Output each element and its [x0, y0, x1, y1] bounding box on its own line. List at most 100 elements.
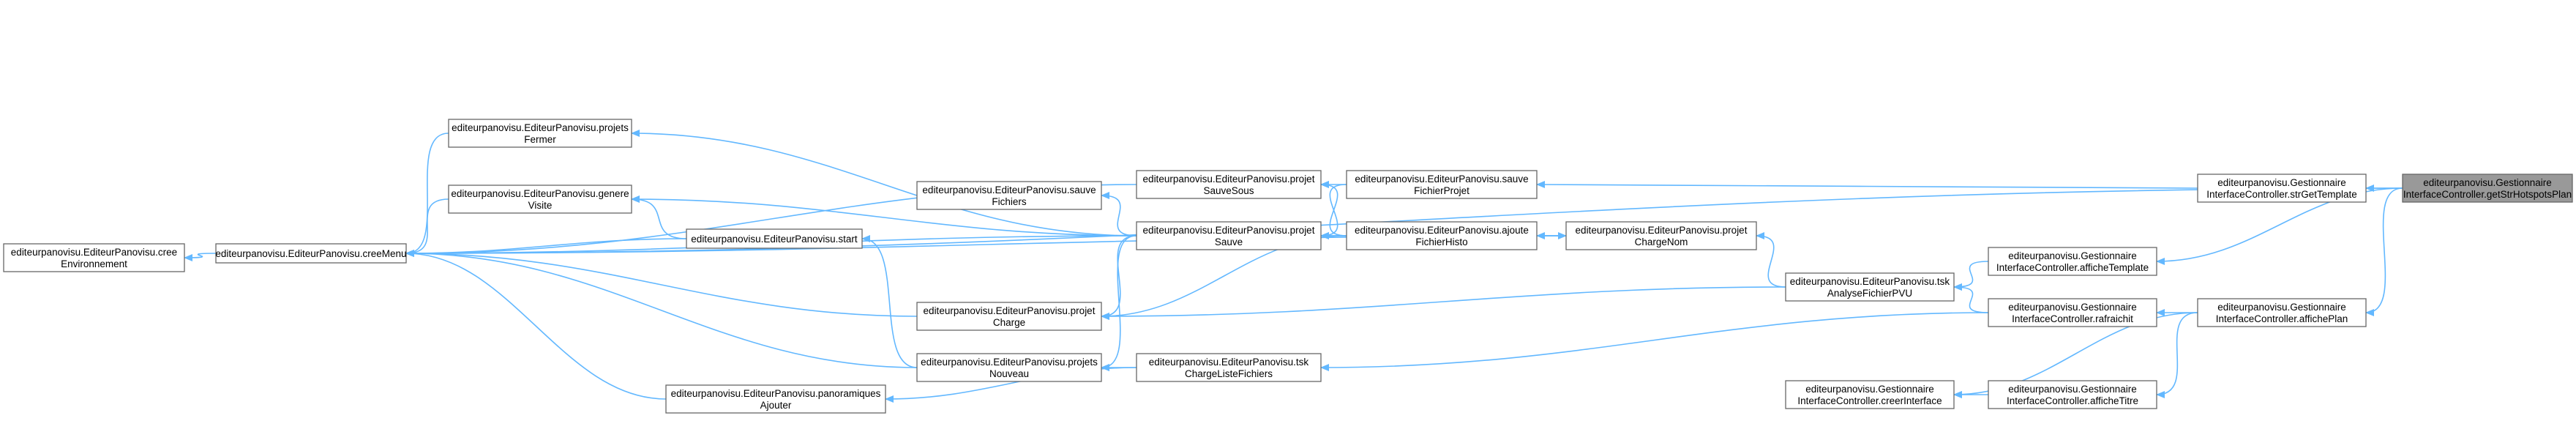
node-box [1988, 247, 2157, 276]
node-projets-fermer[interactable]: editeurpanovisu.EditeurPanovisu.projetsF… [448, 119, 632, 148]
node-rafraichit[interactable]: editeurpanovisu.GestionnaireInterfaceCon… [1988, 298, 2157, 327]
node-label: InterfaceController.afficheTitre [2007, 395, 2138, 406]
node-box [916, 181, 1102, 210]
edge-cree-menu-to-genere-visite [405, 198, 449, 257]
node-label: SauveSous [1203, 185, 1254, 196]
node-affiche-template[interactable]: editeurpanovisu.GestionnaireInterfaceCon… [1988, 247, 2157, 276]
node-sauve-fichier-projet[interactable]: editeurpanovisu.EditeurPanovisu.sauveFic… [1346, 170, 1538, 199]
node-panoramiques-ajouter[interactable]: editeurpanovisu.EditeurPanovisu.panorami… [665, 384, 886, 414]
node-box [448, 119, 632, 148]
node-label: editeurpanovisu.Gestionnaire [2008, 250, 2137, 261]
node-str-get-template[interactable]: editeurpanovisu.GestionnaireInterfaceCon… [2197, 174, 2367, 203]
edge-start-to-projets-nouveau [861, 235, 918, 368]
node-box [1346, 221, 1538, 250]
node-label: editeurpanovisu.EditeurPanovisu.projet [924, 305, 1096, 316]
edge-affiche-titre-to-affiche-plan [2156, 312, 2198, 398]
edge-genere-visite-to-start [631, 195, 687, 239]
node-projets-nouveau[interactable]: editeurpanovisu.EditeurPanovisu.projetsN… [916, 353, 1102, 382]
node-box [215, 243, 407, 264]
node-charge-nom[interactable]: editeurpanovisu.EditeurPanovisu.projetCh… [1565, 221, 1757, 250]
node-label: editeurpanovisu.Gestionnaire [2423, 177, 2552, 188]
edge-analyse-fichier-to-rafraichit [1953, 283, 1989, 313]
node-box [916, 302, 1102, 331]
node-genere-visite[interactable]: editeurpanovisu.EditeurPanovisu.genereVi… [448, 185, 632, 214]
node-label: editeurpanovisu.Gestionnaire [2008, 302, 2137, 313]
node-label: editeurpanovisu.EditeurPanovisu.creeMenu [215, 248, 406, 259]
node-label: Sauve [1215, 236, 1243, 247]
edge-projets-fermer-to-projet-sauve [631, 130, 1137, 236]
edge-projet-charge-to-analyse-fichier [1101, 286, 1786, 320]
node-label: FichierProjet [1414, 185, 1469, 196]
node-cree-interface[interactable]: editeurpanovisu.GestionnaireInterfaceCon… [1785, 380, 1955, 409]
node-projet-sauve[interactable]: editeurpanovisu.EditeurPanovisu.projetSa… [1136, 221, 1322, 250]
node-label: ChargeListeFichiers [1185, 368, 1273, 379]
node-cree-environnement[interactable]: editeurpanovisu.EditeurPanovisu.creeEnvi… [3, 243, 185, 272]
node-projet-charge[interactable]: editeurpanovisu.EditeurPanovisu.projetCh… [916, 302, 1102, 331]
node-label: editeurpanovisu.Gestionnaire [2008, 384, 2137, 395]
node-label: InterfaceController.creerInterface [1797, 395, 1942, 406]
node-charge-liste-fichiers[interactable]: editeurpanovisu.EditeurPanovisu.tskCharg… [1136, 353, 1322, 382]
node-box [2197, 298, 2367, 327]
edge-analyse-fichier-to-affiche-template [1953, 261, 1989, 291]
node-layer: editeurpanovisu.GestionnaireInterfaceCon… [3, 119, 2573, 414]
node-label: editeurpanovisu.EditeurPanovisu.tsk [1149, 357, 1309, 368]
node-box [665, 384, 886, 414]
node-label: editeurpanovisu.EditeurPanovisu.projet [1576, 225, 1748, 236]
node-label: editeurpanovisu.EditeurPanovisu.start [691, 234, 858, 245]
edge-sauve-fichier-projet-to-str-get-template [1536, 181, 2198, 189]
node-label: editeurpanovisu.EditeurPanovisu.sauve [922, 185, 1096, 195]
node-label: InterfaceController.strGetTemplate [2206, 189, 2357, 200]
edge-charge-nom-to-analyse-fichier [1756, 232, 1786, 288]
node-box [1785, 380, 1955, 409]
edge-charge-liste-fichiers-to-rafraichit [1320, 312, 1989, 371]
edge-cree-environnement-to-cree-menu [184, 253, 217, 261]
node-label: ChargeNom [1635, 236, 1688, 247]
node-label: Fichiers [992, 196, 1027, 207]
node-label: Fermer [524, 134, 556, 145]
node-highlight[interactable]: editeurpanovisu.GestionnaireInterfaceCon… [2402, 174, 2573, 203]
node-label: Ajouter [760, 400, 792, 411]
node-label: editeurpanovisu.EditeurPanovisu.cree [11, 247, 177, 258]
node-label: editeurpanovisu.EditeurPanovisu.tsk [1790, 276, 1950, 287]
node-box [1136, 221, 1322, 250]
edge-cree-menu-to-projet-charge [405, 250, 918, 317]
edge-cree-menu-to-projets-nouveau [405, 250, 918, 368]
node-cree-menu[interactable]: editeurpanovisu.EditeurPanovisu.creeMenu [215, 243, 407, 264]
node-box [916, 353, 1102, 382]
node-affiche-plan[interactable]: editeurpanovisu.GestionnaireInterfaceCon… [2197, 298, 2367, 327]
node-box [1346, 170, 1538, 199]
edge-sauve-fichiers-to-projet-sauve [1101, 192, 1137, 236]
node-label: editeurpanovisu.EditeurPanovisu.projet [1143, 174, 1315, 185]
node-box [1565, 221, 1757, 250]
node-label: editeurpanovisu.EditeurPanovisu.genere [451, 188, 629, 199]
node-label: FichierHisto [1415, 236, 1467, 247]
node-box [2197, 174, 2367, 203]
node-sauve-fichiers[interactable]: editeurpanovisu.EditeurPanovisu.sauveFic… [916, 181, 1102, 210]
node-label: editeurpanovisu.EditeurPanovisu.projet [1143, 225, 1315, 236]
node-label: editeurpanovisu.EditeurPanovisu.sauve [1355, 174, 1528, 185]
edge-projet-sauve-sous-to-ajoute-fichier-histo [1320, 181, 1347, 236]
node-label: editeurpanovisu.Gestionnaire [2217, 177, 2346, 188]
node-ajoute-fichier-histo[interactable]: editeurpanovisu.EditeurPanovisu.ajouteFi… [1346, 221, 1538, 250]
node-label: InterfaceController.afficheTemplate [1996, 262, 2149, 273]
node-projet-sauve-sous[interactable]: editeurpanovisu.EditeurPanovisu.projetSa… [1136, 170, 1322, 199]
edge-affiche-plan-to-highlight [2365, 187, 2403, 316]
node-label: editeurpanovisu.EditeurPanovisu.panorami… [671, 388, 881, 399]
node-box [2402, 174, 2573, 203]
node-box [1988, 380, 2157, 409]
node-analyse-fichier[interactable]: editeurpanovisu.EditeurPanovisu.tskAnaly… [1785, 272, 1955, 302]
node-start[interactable]: editeurpanovisu.EditeurPanovisu.start [686, 228, 863, 249]
node-label: InterfaceController.rafraichit [2012, 313, 2133, 324]
edge-projets-nouveau-to-projet-sauve [1101, 235, 1137, 371]
node-label: Visite [528, 200, 553, 211]
node-label: Charge [993, 317, 1025, 328]
edge-genere-visite-to-projet-sauve [631, 195, 1137, 236]
node-box [3, 243, 185, 272]
node-label: InterfaceController.getStrHotspotsPlan [2403, 189, 2572, 200]
edge-cree-menu-to-start [405, 238, 687, 257]
node-box [1136, 353, 1322, 382]
node-label: editeurpanovisu.Gestionnaire [1805, 384, 1934, 395]
node-affiche-titre[interactable]: editeurpanovisu.GestionnaireInterfaceCon… [1988, 380, 2157, 409]
edge-projet-charge-to-projet-sauve [1101, 235, 1137, 320]
edge-cree-menu-to-highlight [405, 187, 2403, 257]
